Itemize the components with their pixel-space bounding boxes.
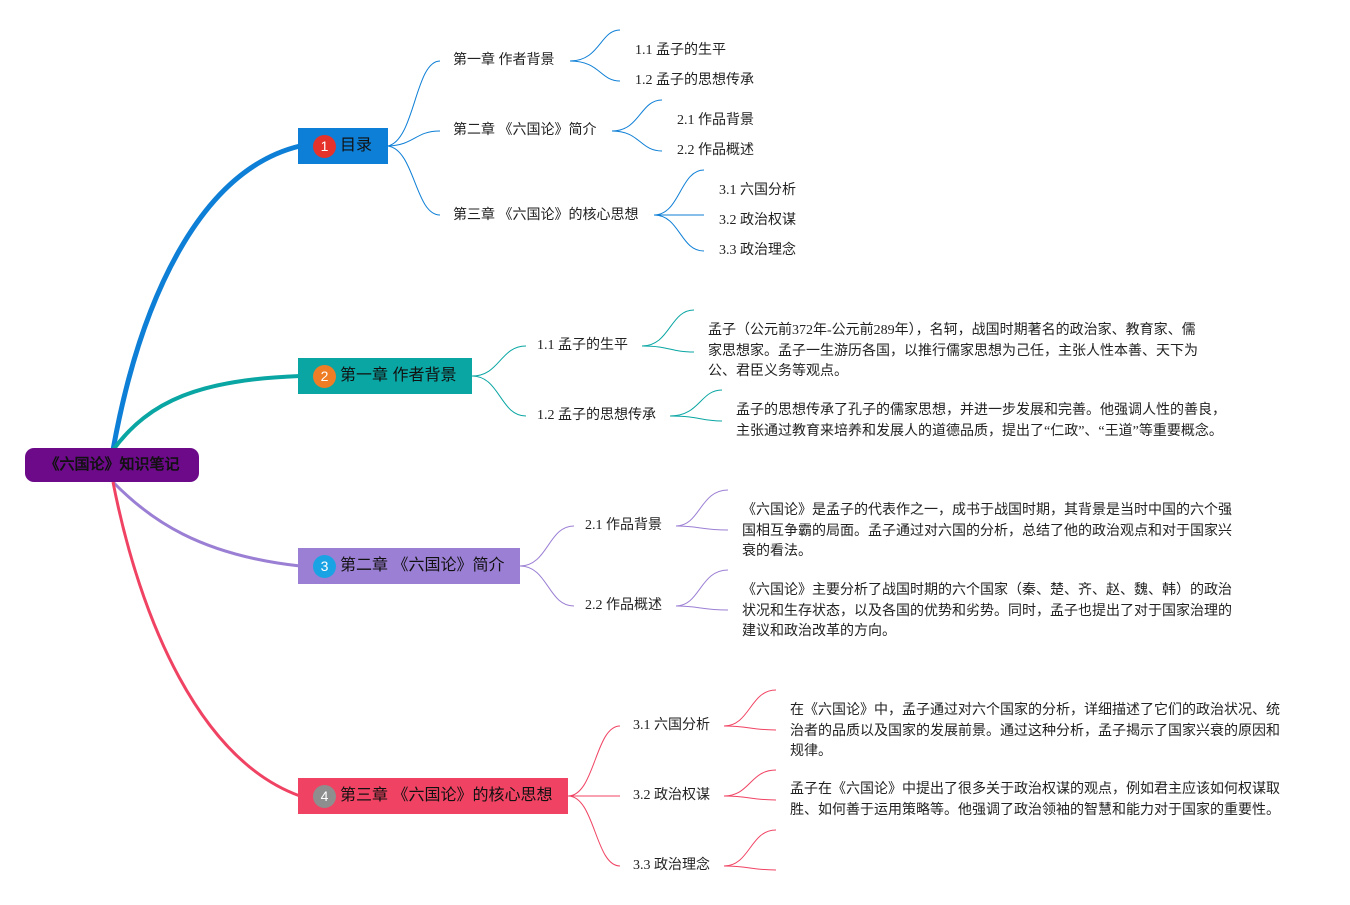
toc-subitem-3-3[interactable]: 3.3 政治理念 xyxy=(719,243,796,258)
branch-ch3-label: 第三章 《六国论》的核心思想 xyxy=(340,787,553,804)
ch2-topic-2-2[interactable]: 2.2 作品概述 xyxy=(585,598,662,613)
branch-toc[interactable]: 1 目录 xyxy=(298,128,388,164)
toc-subitem-3-1[interactable]: 3.1 六国分析 xyxy=(719,183,796,198)
toc-subitem-1-2[interactable]: 1.2 孟子的思想传承 xyxy=(635,73,754,88)
link-root-toc xyxy=(110,143,301,451)
link-root-ch2 xyxy=(111,480,301,568)
ch2-topic-2-1[interactable]: 2.1 作品背景 xyxy=(585,518,662,533)
ch1-topic-1-1[interactable]: 1.1 孟子的生平 xyxy=(537,338,628,353)
toc-links xyxy=(387,29,705,252)
ch3-desc-3-1: 在《六国论》中，孟子通过对六个国家的分析，详细描述了它们的政治状况、统治者的品质… xyxy=(790,703,1280,759)
toc-subitem-2-1[interactable]: 2.1 作品背景 xyxy=(677,113,754,128)
branch-ch2[interactable]: 3 第二章 《六国论》简介 xyxy=(298,548,520,584)
branch-toc-label: 目录 xyxy=(340,137,373,154)
toc-subitem-1-1[interactable]: 1.1 孟子的生平 xyxy=(635,43,726,58)
ch2-desc-2-2: 《六国论》主要分析了战国时期的六个国家（秦、楚、齐、赵、魏、韩）的政治状况和生存… xyxy=(742,583,1232,639)
number-4-badge: 4 xyxy=(313,785,336,808)
branch-ch3[interactable]: 4 第三章 《六国论》的核心思想 xyxy=(298,778,568,814)
number-2-badge: 2 xyxy=(313,365,336,388)
ch3-topic-3-3[interactable]: 3.3 政治理念 xyxy=(633,858,710,873)
number-1-badge: 1 xyxy=(313,135,336,158)
toc-subitem-2-2[interactable]: 2.2 作品概述 xyxy=(677,143,754,158)
ch2-desc-2-1: 《六国论》是孟子的代表作之一，成书于战国时期，其背景是当时中国的六个强国相互争霸… xyxy=(742,503,1232,559)
toc-subitem-3-2[interactable]: 3.2 政治权谋 xyxy=(719,213,796,228)
root-topic[interactable]: 《六国论》知识笔记 xyxy=(25,448,199,482)
ch2-links xyxy=(519,489,729,611)
number-3-badge: 3 xyxy=(313,555,336,578)
toc-item-ch1[interactable]: 第一章 作者背景 xyxy=(453,53,555,68)
ch1-topic-1-2[interactable]: 1.2 孟子的思想传承 xyxy=(537,408,656,423)
branch-ch2-label: 第二章 《六国论》简介 xyxy=(340,557,505,574)
ch1-desc-1-1: 孟子（公元前372年-公元前289年），名轲，战国时期著名的政治家、教育家、儒家… xyxy=(708,323,1198,379)
branch-ch1[interactable]: 2 第一章 作者背景 xyxy=(298,358,472,394)
ch1-links xyxy=(471,309,723,422)
ch3-topic-3-1[interactable]: 3.1 六国分析 xyxy=(633,718,710,733)
ch1-desc-1-2: 孟子的思想传承了孔子的儒家思想，并进一步发展和完善。他强调人性的善良，主张通过教… xyxy=(736,403,1226,439)
link-root-ch3 xyxy=(111,481,301,798)
ch3-desc-3-2: 孟子在《六国论》中提出了很多关于政治权谋的观点，例如君主应该如何权谋取胜、如何善… xyxy=(790,782,1280,818)
toc-item-ch2[interactable]: 第二章 《六国论》简介 xyxy=(453,123,597,138)
link-root-ch1 xyxy=(111,374,301,452)
ch3-links xyxy=(567,689,777,871)
toc-item-ch3[interactable]: 第三章 《六国论》的核心思想 xyxy=(453,208,639,223)
ch3-topic-3-2[interactable]: 3.2 政治权谋 xyxy=(633,788,710,803)
branch-ch1-label: 第一章 作者背景 xyxy=(340,367,457,384)
